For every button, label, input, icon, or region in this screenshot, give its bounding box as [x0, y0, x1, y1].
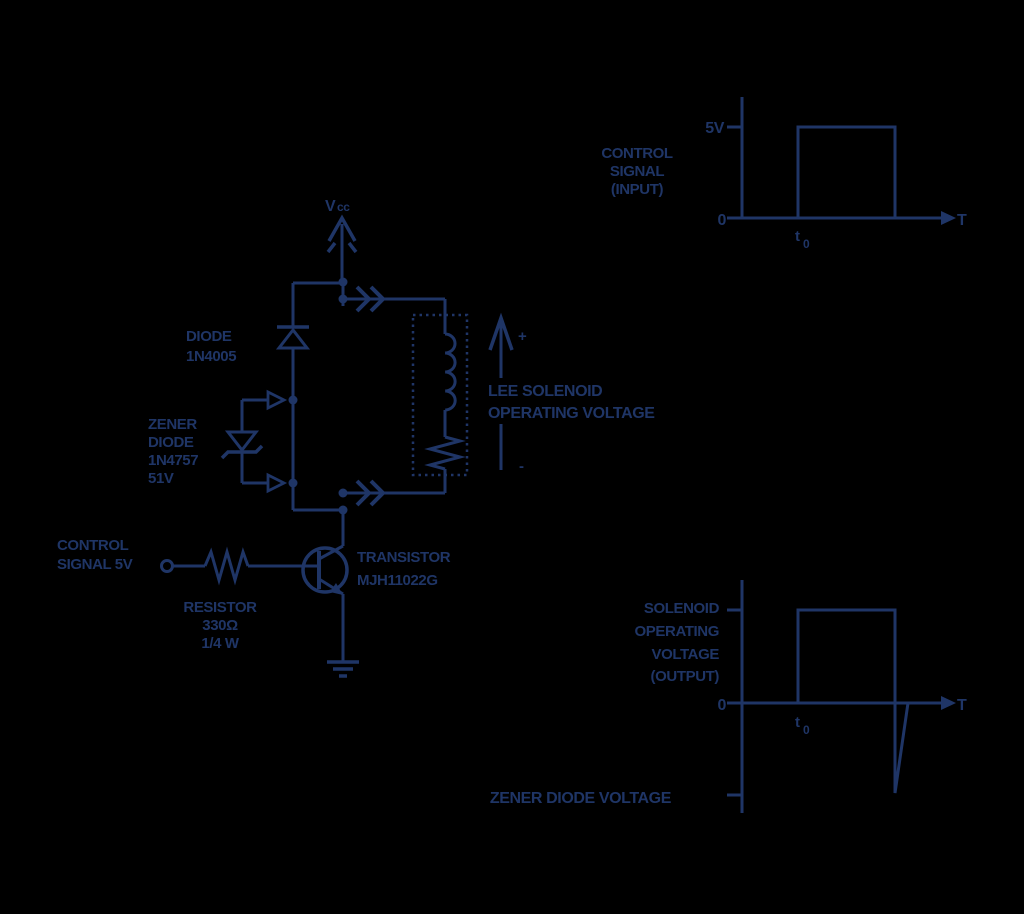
chevron-connector-icon [355, 479, 372, 507]
transistor: TRANSISTOR MJH11022G [301, 510, 451, 662]
output-graph-title-line1: SOLENOID [644, 600, 720, 617]
input-time-label: T [957, 212, 967, 229]
x-axis-arrow-icon [941, 211, 956, 225]
chevron-connector-icon [369, 285, 386, 313]
input-graph-title-line3: (INPUT) [611, 181, 664, 198]
x-axis-arrow-icon [941, 696, 956, 710]
vcc-arrow-tick-left [326, 241, 337, 254]
connection-arrow-icon [266, 472, 288, 494]
solenoid-outline-box [411, 313, 469, 477]
input-level-label: 5V [705, 120, 724, 137]
input-graph-title-line1: CONTROL [601, 145, 673, 162]
solenoid-assembly [411, 313, 469, 493]
chevron-connector-icon [355, 285, 372, 313]
vcc-label: V [325, 198, 336, 215]
vcc-arrow-tick-right [347, 241, 358, 254]
input-t0-label: t [795, 228, 800, 245]
input-t0-sub: 0 [803, 237, 810, 251]
junction-dot [288, 478, 298, 488]
zener-symbol-icon [224, 430, 260, 453]
resistor-label-line3: 1/4 W [201, 635, 239, 652]
solenoid-voltage-annotation: + - LEE SOLENOID OPERATING VOLTAGE [488, 312, 656, 475]
transistor-circle-icon [301, 546, 349, 594]
output-t0-label: t [795, 714, 800, 731]
solenoid-bottom-connector [338, 479, 445, 515]
zener-label-line4: 51V [148, 470, 174, 487]
zener-label-line1: ZENER [148, 416, 197, 433]
supply-node-wires [293, 277, 348, 306]
diode-symbol-icon [275, 327, 311, 350]
voltage-arrow-head-icon [488, 312, 514, 351]
solenoid-label-line1: LEE SOLENOID [488, 383, 602, 400]
solenoid-coil-icon [444, 332, 457, 412]
output-graph-title-line2: OPERATING [635, 623, 719, 640]
coil-resistance-icon [424, 435, 466, 471]
vcc-arrow-icon [327, 214, 357, 242]
input-graph-title-line2: SIGNAL [610, 163, 665, 180]
input-pulse-waveform [796, 125, 897, 218]
control-label-line2: SIGNAL 5V [57, 556, 133, 573]
vcc-label-sub: cc [337, 200, 350, 214]
junction-dot [338, 277, 348, 287]
emitter-arrow-icon [330, 583, 343, 595]
diode-label-line1: DIODE [186, 328, 232, 345]
input-zero-label: 0 [718, 212, 727, 229]
transistor-label-line1: TRANSISTOR [357, 549, 451, 566]
resistor-symbol-icon [203, 546, 250, 586]
chevron-connector-icon [369, 479, 386, 507]
plus-sign: + [518, 328, 527, 345]
ground-symbol [327, 660, 359, 678]
zener-branch: ZENER DIODE 1N4757 51V [148, 389, 288, 494]
resistor-label-line1: RESISTOR [183, 599, 257, 616]
output-zero-label: 0 [718, 697, 727, 714]
junction-dot [338, 488, 348, 498]
solenoid-label-line2: OPERATING VOLTAGE [488, 405, 655, 422]
diode-label-line2: 1N4005 [186, 348, 236, 365]
junction-dot [288, 395, 298, 405]
connection-arrow-icon [266, 389, 288, 411]
vcc-supply: V cc [325, 198, 358, 282]
diode-branch: DIODE 1N4005 [186, 283, 343, 512]
control-input: CONTROL SIGNAL 5V RESISTOR 330Ω 1/4 W [57, 537, 319, 652]
zener-label-line3: 1N4757 [148, 452, 198, 469]
solenoid-top-connector [343, 285, 447, 334]
output-timing-graph: SOLENOID OPERATING VOLTAGE (OUTPUT) 0 T … [490, 580, 967, 813]
input-timing-graph: CONTROL SIGNAL (INPUT) 5V 0 T t 0 [601, 97, 967, 251]
minus-sign: - [519, 458, 524, 475]
zener-voltage-label: ZENER DIODE VOLTAGE [490, 790, 672, 807]
collector-lead [318, 544, 344, 561]
output-graph-title-line4: (OUTPUT) [651, 668, 720, 685]
output-time-label: T [957, 697, 967, 714]
control-label-line1: CONTROL [57, 537, 129, 554]
zener-label-line2: DIODE [148, 434, 194, 451]
transistor-label-line2: MJH11022G [357, 572, 438, 589]
input-terminal-icon [160, 559, 174, 573]
output-pulse-waveform [796, 608, 910, 794]
resistor-label-line2: 330Ω [202, 617, 238, 634]
output-graph-title-line3: VOLTAGE [652, 646, 720, 663]
output-t0-sub: 0 [803, 723, 810, 737]
